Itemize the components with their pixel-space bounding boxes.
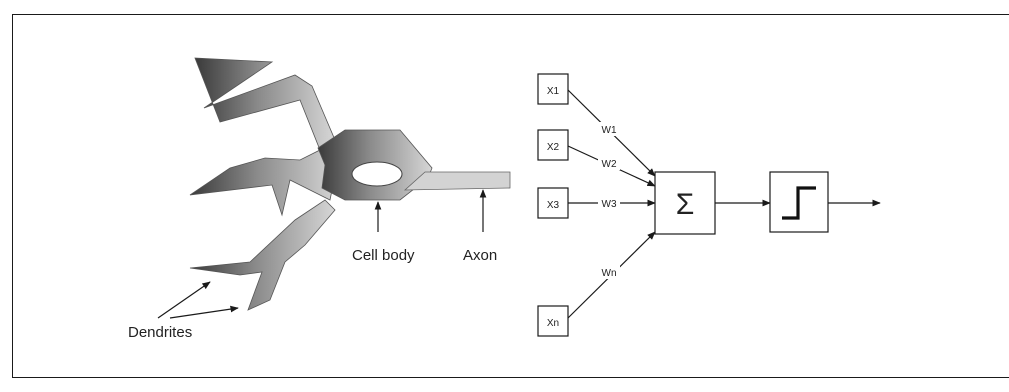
input-box-x1 xyxy=(537,73,569,105)
input-label-xn: Xn xyxy=(547,318,559,329)
nucleus xyxy=(351,161,403,187)
summation-symbol: Σ xyxy=(676,188,695,221)
perceptron-model: X1 X2 X3 Xn W1 W2 W3 Wn Σ xyxy=(537,73,881,337)
input-label-x2: X2 xyxy=(547,142,560,153)
axon-shape xyxy=(403,171,511,191)
weight-label-w2: W2 xyxy=(602,159,617,170)
input-box-x2 xyxy=(537,129,569,161)
dendrites-label: Dendrites xyxy=(128,324,192,341)
axon-label: Axon xyxy=(463,247,497,264)
dendrite-top xyxy=(194,57,336,151)
dendrite-middle xyxy=(189,149,339,217)
dendrite-bottom xyxy=(189,199,336,311)
cell-body-label: Cell body xyxy=(352,247,415,264)
input-label-x1: X1 xyxy=(547,86,560,97)
weight-label-wn: Wn xyxy=(602,268,617,279)
input-label-x3: X3 xyxy=(547,200,560,211)
summation-box xyxy=(654,171,716,235)
weight-label-w3: W3 xyxy=(602,199,617,210)
input-box-xn xyxy=(537,305,569,337)
biological-neuron: Cell body Axon Dendrites xyxy=(128,57,511,341)
input-box-x3 xyxy=(537,187,569,219)
weight-label-w1: W1 xyxy=(602,125,617,136)
step-function-icon xyxy=(782,186,816,220)
